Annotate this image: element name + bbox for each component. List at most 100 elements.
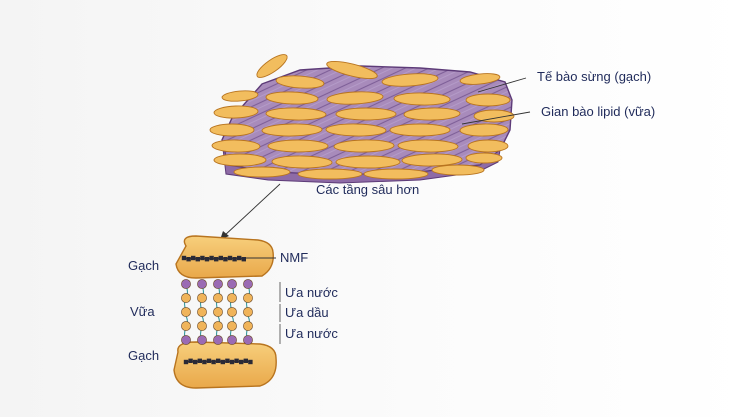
label-lipophilic: Ưa dầu [285,305,329,320]
zoom-detail [173,235,277,389]
label-mortar: Vữa [130,304,155,319]
corneocyte-brick [465,93,511,107]
nmf-molecule [220,359,225,365]
nmf-molecule [225,358,230,363]
lipid-head [227,293,237,303]
lipid-head [227,335,237,345]
corneocyte-brick [459,73,501,85]
corneocyte-brick [333,139,395,153]
lipid-head [243,335,253,345]
corneocyte-brick [261,123,323,137]
nmf-molecule [188,358,193,363]
label-hydrophilic-bottom: Ưa nước [285,326,338,341]
nmf-molecule [234,358,239,363]
lipid-head [181,321,191,331]
lipid-head [213,307,223,317]
lipid-head [213,321,223,331]
lipid-head [243,307,253,317]
lipid-head [181,293,191,303]
corneocyte-brick [335,107,397,121]
nmf-molecule [223,257,228,262]
corneocyte-brick [256,54,288,78]
lipid-head [243,321,253,331]
corneocyte-brick [467,139,509,153]
nmf-molecule [218,255,223,261]
nmf-molecule [200,255,205,261]
corneocyte-brick [431,164,485,176]
leader-line-lipid [461,111,531,125]
corneocyte-brick [275,75,325,89]
nmf-molecule [204,257,210,262]
corneocyte-brick [363,168,429,180]
corneocyte-brick [393,92,451,106]
label-hydrophilic-top: Ưa nước [285,285,338,300]
corneocyte-brick [465,152,503,164]
nmf-molecule [214,257,219,262]
nmf-molecule [183,359,189,365]
label-brick-top: Gạch [128,258,159,273]
corneocyte-brick [265,107,327,121]
lipid-head [197,321,207,331]
nmf-molecule [241,257,246,262]
lipid-head [181,279,191,289]
lipid-head [227,279,237,289]
nmf-molecule [227,255,233,261]
nmf-molecule [248,359,253,365]
nmf-molecule [232,257,237,262]
nmf-molecule [186,257,191,262]
corneocyte-brick [401,153,463,167]
corneocyte-brick [397,139,459,153]
nmf-molecule [216,358,221,363]
lipid-head [197,293,207,303]
nmf-molecule [229,359,235,365]
nmf-molecule [209,255,214,261]
label-nmf: NMF [280,250,308,265]
nmf-molecule [191,255,196,261]
nmf-molecule [195,257,200,262]
corneocyte-brick [213,153,267,167]
lipid-head [243,293,253,303]
corneocyte-brick [211,139,261,153]
lipid-head [243,279,253,289]
lipid-head [197,307,207,317]
corneocyte-brick [265,91,319,105]
lipid-head [181,307,191,317]
corneocyte-brick [271,155,333,169]
label-lipid-matrix: Gian bào lipid (vữa) [541,104,655,119]
lipid-head [197,335,207,345]
label-corneocytes: Tế bào sừng (gạch) [537,69,651,84]
lipid-head [197,279,207,289]
corneocyte-brick [335,155,401,169]
nmf-chain-bottom [183,358,253,365]
nmf-molecule [197,358,202,363]
corneocyte-brick [233,166,291,178]
corneocyte-brick [209,123,255,137]
corneocyte-brick [297,168,363,180]
corneocyte-brick [213,105,259,119]
label-brick-bottom: Gạch [128,348,159,363]
corneocyte-brick [326,60,378,80]
corneocyte-brick [473,109,515,123]
nmf-molecule [202,359,207,365]
corneocyte-brick [459,123,509,137]
nmf-molecule [239,359,244,365]
nmf-molecule [243,358,248,363]
nmf-molecule [237,255,242,261]
stratum-corneum-block [209,54,515,184]
nmf-molecule [206,358,212,363]
leader-line-corneocytes [477,77,527,93]
lipid-head [213,335,223,345]
nmf-chain-top [181,255,246,262]
corneocyte-brick [381,73,439,87]
zoom-arrow [220,183,281,240]
label-deeper-layers: Các tầng sâu hơn [316,182,419,197]
lipid-bilayer [181,279,253,345]
lipid-head [213,279,223,289]
lipid-head [181,335,191,345]
corneocyte-brick [403,107,461,121]
corneocyte-bricks [209,54,515,180]
lipid-head [213,293,223,303]
corneocyte-brick [389,123,451,137]
lipid-head [227,321,237,331]
